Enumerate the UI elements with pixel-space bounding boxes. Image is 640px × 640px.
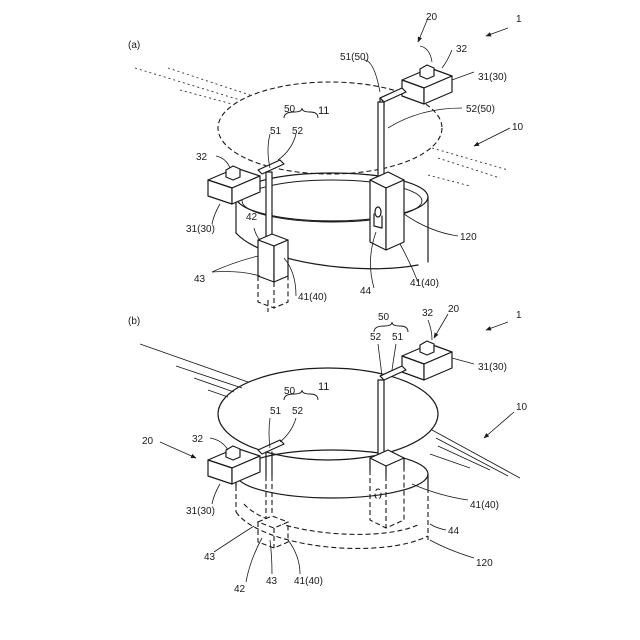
label-52: 52 — [292, 126, 304, 137]
right-unit — [370, 65, 452, 250]
label-31-30-left: 31(30) — [186, 224, 215, 235]
label-20-right-b: 20 — [448, 304, 460, 315]
label-50-left-b: 50 — [284, 386, 296, 397]
leaders-b — [160, 314, 514, 582]
cylinder-b — [236, 450, 428, 548]
label-32-left: 32 — [196, 152, 208, 163]
floor-lines-b — [140, 344, 520, 478]
label-1: 1 — [516, 14, 522, 25]
label-52-right-b: 52 — [370, 332, 382, 343]
label-120: 120 — [460, 232, 477, 243]
label-120-b: 120 — [476, 558, 493, 569]
left-unit — [208, 160, 288, 312]
label-44-b: 44 — [448, 526, 460, 537]
label-20: 20 — [426, 12, 438, 23]
label-41-40-right-b: 41(40) — [470, 500, 499, 511]
label-51: 51 — [270, 126, 282, 137]
label-10: 10 — [512, 122, 524, 133]
figure-a: (a) — [128, 12, 524, 312]
label-20-left-b: 20 — [142, 436, 154, 447]
panel-label-b: (b) — [128, 316, 140, 327]
label-11: 11 — [318, 105, 329, 117]
panel-label-a: (a) — [128, 40, 140, 51]
label-31-30: 31(30) — [478, 72, 507, 83]
label-50: 50 — [284, 104, 296, 115]
label-43: 43 — [194, 274, 206, 285]
label-31-30-right-b: 31(30) — [478, 362, 507, 373]
label-43-a-b: 43 — [204, 552, 216, 563]
figure-b: (b) — [128, 304, 528, 595]
label-1-b: 1 — [516, 310, 522, 321]
label-44: 44 — [360, 286, 372, 297]
label-32-left-b: 32 — [192, 434, 204, 445]
label-50-right-b: 50 — [378, 312, 390, 323]
label-31-30-left-b: 31(30) — [186, 506, 215, 517]
label-41-40-right: 41(40) — [410, 278, 439, 289]
label-52-50: 52(50) — [466, 104, 495, 115]
label-32-right-b: 32 — [422, 308, 434, 319]
label-42-b: 42 — [234, 584, 246, 595]
label-11-b: 11 — [318, 381, 329, 393]
label-51-right-b: 51 — [392, 332, 404, 343]
label-43-b-b: 43 — [266, 576, 278, 587]
label-51-left-b: 51 — [270, 406, 282, 417]
label-10-b: 10 — [516, 402, 528, 413]
label-51-50: 51(50) — [340, 52, 369, 63]
label-41-40-left-b: 41(40) — [294, 576, 323, 587]
label-42: 42 — [246, 212, 258, 223]
label-32: 32 — [456, 44, 468, 55]
label-52-left-b: 52 — [292, 406, 304, 417]
label-41-40-left: 41(40) — [298, 292, 327, 303]
